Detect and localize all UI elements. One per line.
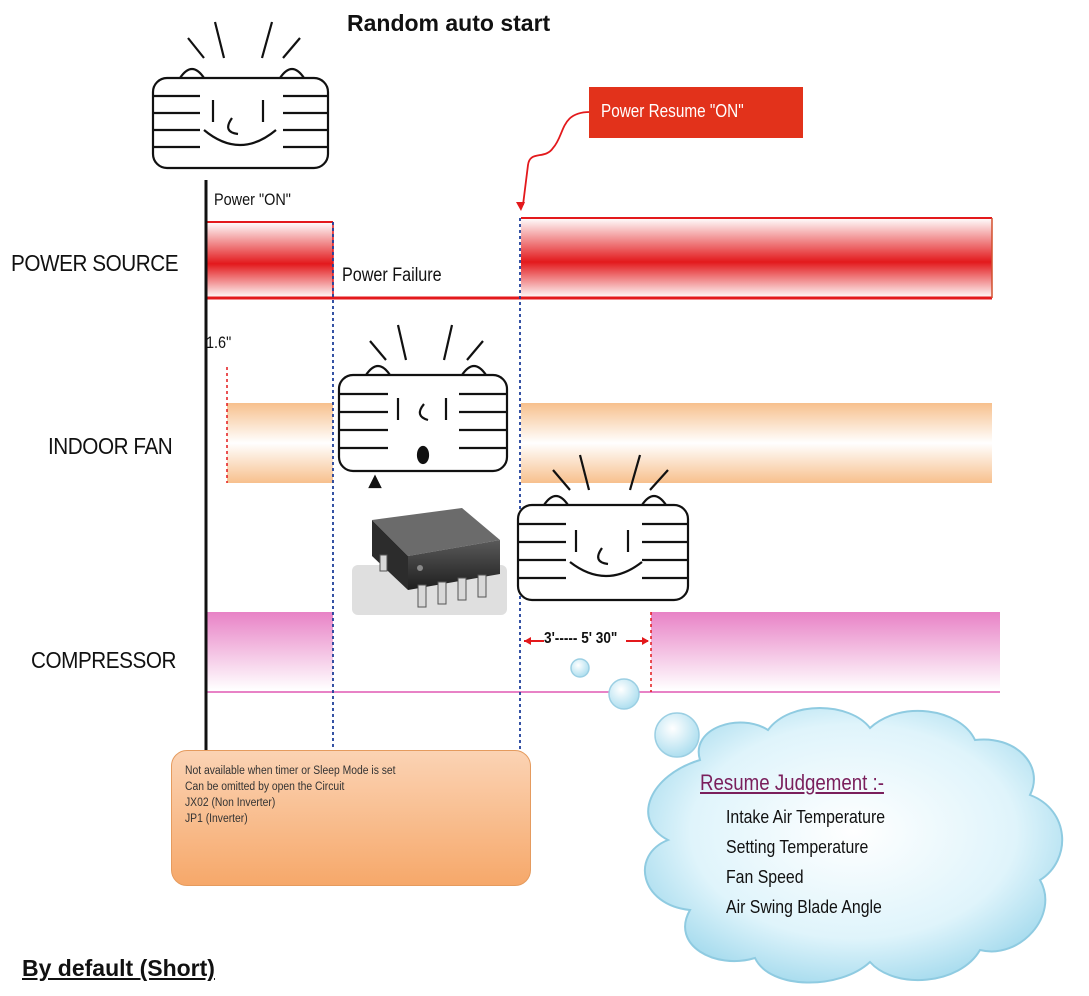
happy-face-small-icon: [516, 454, 690, 602]
arrowhead-right-icon: [642, 637, 649, 645]
power-resume-callout: Power Resume "ON": [589, 87, 803, 138]
note-box: Not available when timer or Sleep Mode i…: [171, 750, 531, 886]
power-on-segment: [207, 222, 333, 298]
fan-delay-label: 1.6": [206, 333, 232, 352]
compressor-on-segment: [207, 612, 333, 690]
surprised-face-icon: [337, 324, 509, 489]
footer-heading: By default (Short): [22, 955, 215, 981]
callout-arrowhead-icon: [516, 202, 525, 211]
happy-face-icon: [151, 21, 330, 170]
note-line: JP1 (Inverter): [185, 813, 248, 825]
compressor-delay-label: 3'----- 5' 30": [544, 630, 618, 647]
power-failure-label: Power Failure: [342, 265, 442, 286]
note-line: JX02 (Non Inverter): [185, 797, 276, 809]
resume-judgement: Resume Judgement :- Intake Air Temperatu…: [700, 770, 916, 922]
fan-resume-segment: [521, 403, 992, 483]
compressor-track: [207, 612, 1000, 693]
resume-judgement-item: Intake Air Temperature: [726, 807, 886, 827]
indoor-fan-track: [226, 367, 992, 483]
resume-judgement-item: Setting Temperature: [726, 837, 869, 857]
row-label-indoor-fan: INDOOR FAN: [48, 433, 173, 459]
power-on-label: Power "ON": [214, 190, 291, 209]
compressor-resume-segment: [651, 612, 1000, 690]
note-text: Not available when timer or Sleep Mode i…: [185, 763, 419, 827]
page-title: Random auto start: [347, 10, 551, 36]
power-resume-label: Power Resume "ON": [601, 101, 744, 121]
thought-bubble-medium-icon: [608, 678, 640, 710]
thought-bubble-large-icon: [654, 712, 700, 758]
row-label-compressor: COMPRESSOR: [31, 647, 177, 673]
resume-cloud-shape: [643, 707, 1064, 984]
thought-bubble-small-icon: [570, 658, 590, 678]
resume-judgement-heading: Resume Judgement :-: [700, 770, 884, 795]
resume-judgement-item: Fan Speed: [726, 867, 804, 887]
note-line: Can be omitted by open the Circuit: [185, 781, 345, 793]
resume-judgement-item: Air Swing Blade Angle: [726, 897, 882, 917]
power-source-track: [207, 217, 993, 300]
note-line: Not available when timer or Sleep Mode i…: [185, 765, 396, 777]
power-resume-segment: [521, 218, 992, 298]
ic-chip-image: [352, 508, 507, 615]
fan-on-segment: [227, 403, 333, 483]
callout-connector: [522, 111, 591, 206]
row-label-power-source: POWER SOURCE: [11, 250, 179, 276]
arrowhead-left-icon: [524, 637, 531, 645]
